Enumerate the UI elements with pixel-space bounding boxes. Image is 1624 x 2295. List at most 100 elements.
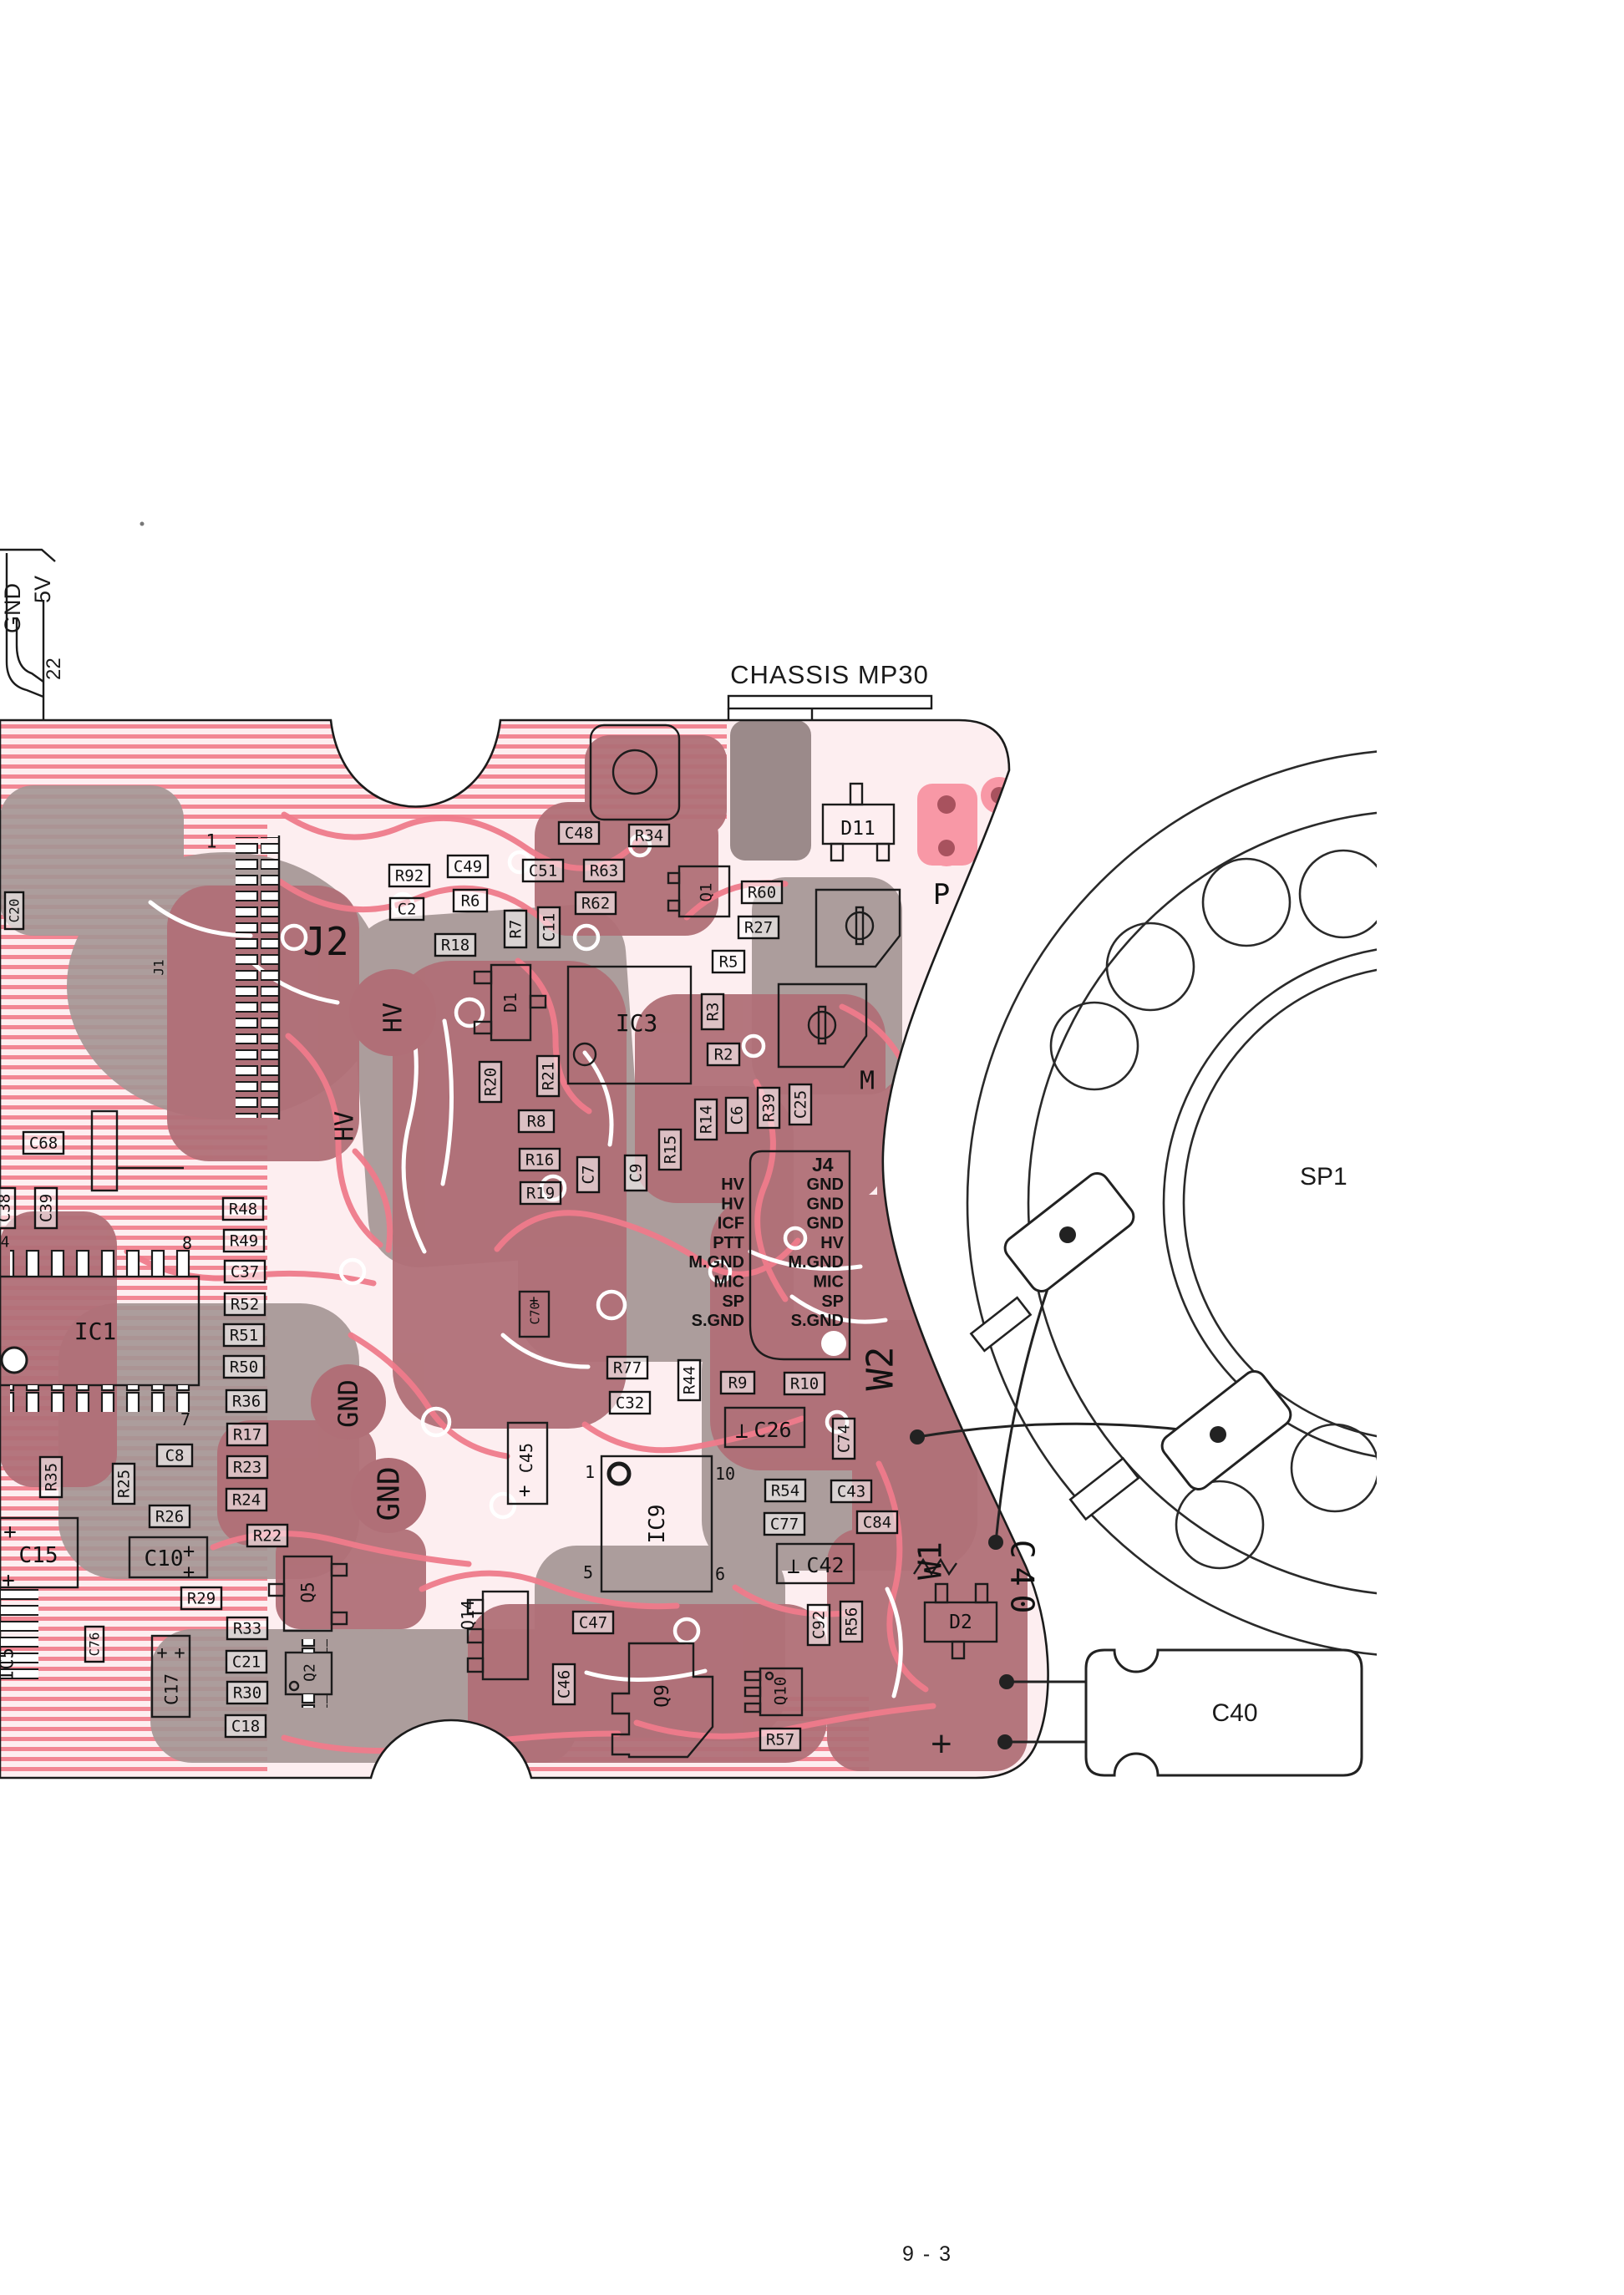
component-label-HV: HV	[331, 1111, 360, 1141]
svg-text:C7: C7	[580, 1165, 598, 1185]
svg-text:C43: C43	[837, 1483, 865, 1501]
component-label-C84: C84	[855, 1510, 899, 1535]
svg-text:Q10: Q10	[772, 1677, 790, 1705]
component-label-C25: C25	[788, 1083, 813, 1126]
j4-left-pin: SP	[722, 1292, 744, 1311]
component-label-7: 7	[180, 1409, 190, 1429]
component-label-R20: R20	[478, 1060, 503, 1104]
svg-text:D2: D2	[949, 1612, 972, 1633]
j4-connector: J4 HVHVICFPTTM.GNDMICSPS.GNDGNDGNDGNDHVM…	[688, 1150, 851, 1361]
component-label-Q1: Q1	[698, 883, 716, 902]
component-label-D11: D11	[840, 818, 875, 840]
j4-left-pin: S.GND	[692, 1312, 744, 1330]
svg-text:+: +	[519, 1479, 530, 1502]
svg-text:R8: R8	[527, 1113, 546, 1131]
svg-text:⊥: ⊥	[787, 1554, 800, 1579]
component-label-Q9: Q9	[652, 1684, 673, 1708]
component-label-C48: C48	[557, 820, 601, 845]
component-label-1: 1	[206, 832, 216, 853]
component-label-R60: R60	[740, 880, 784, 905]
svg-text:R23: R23	[233, 1459, 261, 1477]
svg-text:R29: R29	[187, 1590, 216, 1608]
component-label-C46: C46	[551, 1663, 576, 1706]
component-label-C77: C77	[763, 1511, 806, 1536]
svg-text:R27: R27	[744, 919, 773, 937]
svg-text:C77: C77	[770, 1516, 799, 1534]
svg-text:W2: W2	[859, 1347, 901, 1391]
svg-text:C76: C76	[87, 1632, 103, 1657]
svg-text:R5: R5	[719, 953, 738, 972]
d1-diode	[473, 963, 547, 1042]
component-label-W2: W2	[859, 1347, 901, 1391]
component-label-C32: C32	[608, 1390, 652, 1415]
component-label-J2: J2	[302, 919, 348, 964]
speaker-holes	[1049, 849, 1377, 1570]
component-label-C8: C8	[155, 1443, 194, 1468]
svg-text:R19: R19	[526, 1185, 555, 1203]
component-label-C76: C76	[84, 1625, 105, 1663]
svg-text:R92: R92	[395, 867, 424, 886]
component-label-R34: R34	[627, 823, 671, 848]
p-trimmer	[815, 888, 901, 968]
svg-text:+: +	[156, 1643, 167, 1664]
svg-text:C37: C37	[231, 1263, 259, 1282]
svg-text:+: +	[530, 1292, 539, 1309]
component-label-C6: C6	[724, 1096, 749, 1135]
component-label-R2: R2	[706, 1042, 741, 1067]
component-label-R26: R26	[148, 1504, 191, 1529]
svg-text:R57: R57	[766, 1731, 794, 1749]
svg-text:C8: C8	[165, 1447, 185, 1465]
component-label-R29: R29	[180, 1586, 223, 1611]
svg-text:C11: C11	[540, 913, 559, 942]
chassis-bracket	[727, 694, 933, 710]
svg-text:R2: R2	[714, 1046, 733, 1064]
svg-text:R22: R22	[253, 1527, 282, 1546]
svg-text:C42: C42	[806, 1553, 844, 1577]
svg-text:P: P	[933, 878, 950, 911]
component-label-W1: W1	[911, 1541, 948, 1580]
svg-text:C46: C46	[556, 1670, 574, 1698]
svg-text:C17: C17	[161, 1673, 181, 1705]
component-label-10: 10	[715, 1464, 735, 1484]
j4-title: J4	[812, 1154, 834, 1175]
component-label-R51: R51	[222, 1323, 266, 1348]
svg-text:C26: C26	[754, 1418, 791, 1442]
svg-text:10: 10	[715, 1464, 735, 1484]
svg-text:Q1: Q1	[698, 883, 716, 902]
c70-cap	[518, 1290, 551, 1338]
component-label-P: P	[933, 878, 950, 911]
svg-text:Q5: Q5	[297, 1582, 317, 1602]
q10-ic	[743, 1667, 804, 1717]
component-label-R24: R24	[225, 1487, 268, 1512]
svg-text:C10: C10	[145, 1546, 184, 1571]
speaker-terminal	[1160, 1370, 1292, 1490]
svg-text:R10: R10	[790, 1375, 819, 1394]
svg-text:C92: C92	[810, 1611, 829, 1639]
wire-lug	[969, 1296, 1033, 1353]
svg-text:R9: R9	[728, 1374, 748, 1393]
component-label-R62: R62	[574, 891, 617, 916]
component-label-R56: R56	[839, 1600, 864, 1643]
component-label-R9: R9	[719, 1370, 756, 1395]
component-label-C42: C42	[806, 1553, 844, 1577]
component-label-D1: D1	[500, 993, 520, 1013]
j4-right-pin: GND	[807, 1175, 844, 1194]
j2-connector-pins	[236, 837, 279, 1118]
svg-text:IC9: IC9	[645, 1505, 670, 1544]
component-label-C74: C74	[831, 1417, 856, 1460]
j4-left-pin: M.GND	[688, 1253, 744, 1272]
component-label-Q14: Q14	[458, 1600, 478, 1630]
svg-text:+: +	[2, 1568, 15, 1593]
component-label-C10: C10	[145, 1546, 184, 1571]
component-label-R50: R50	[222, 1354, 266, 1379]
svg-text:R14: R14	[698, 1105, 716, 1134]
svg-text:C2: C2	[398, 901, 417, 919]
mount-hole	[0, 1346, 28, 1374]
svg-text:C6: C6	[728, 1106, 747, 1125]
svg-text:R44: R44	[681, 1366, 699, 1394]
component-label-Q10: Q10	[772, 1677, 790, 1705]
component-label-R35: R35	[38, 1455, 63, 1499]
component-label-R25: R25	[111, 1462, 136, 1505]
component-label-IC3: IC3	[616, 1009, 658, 1037]
